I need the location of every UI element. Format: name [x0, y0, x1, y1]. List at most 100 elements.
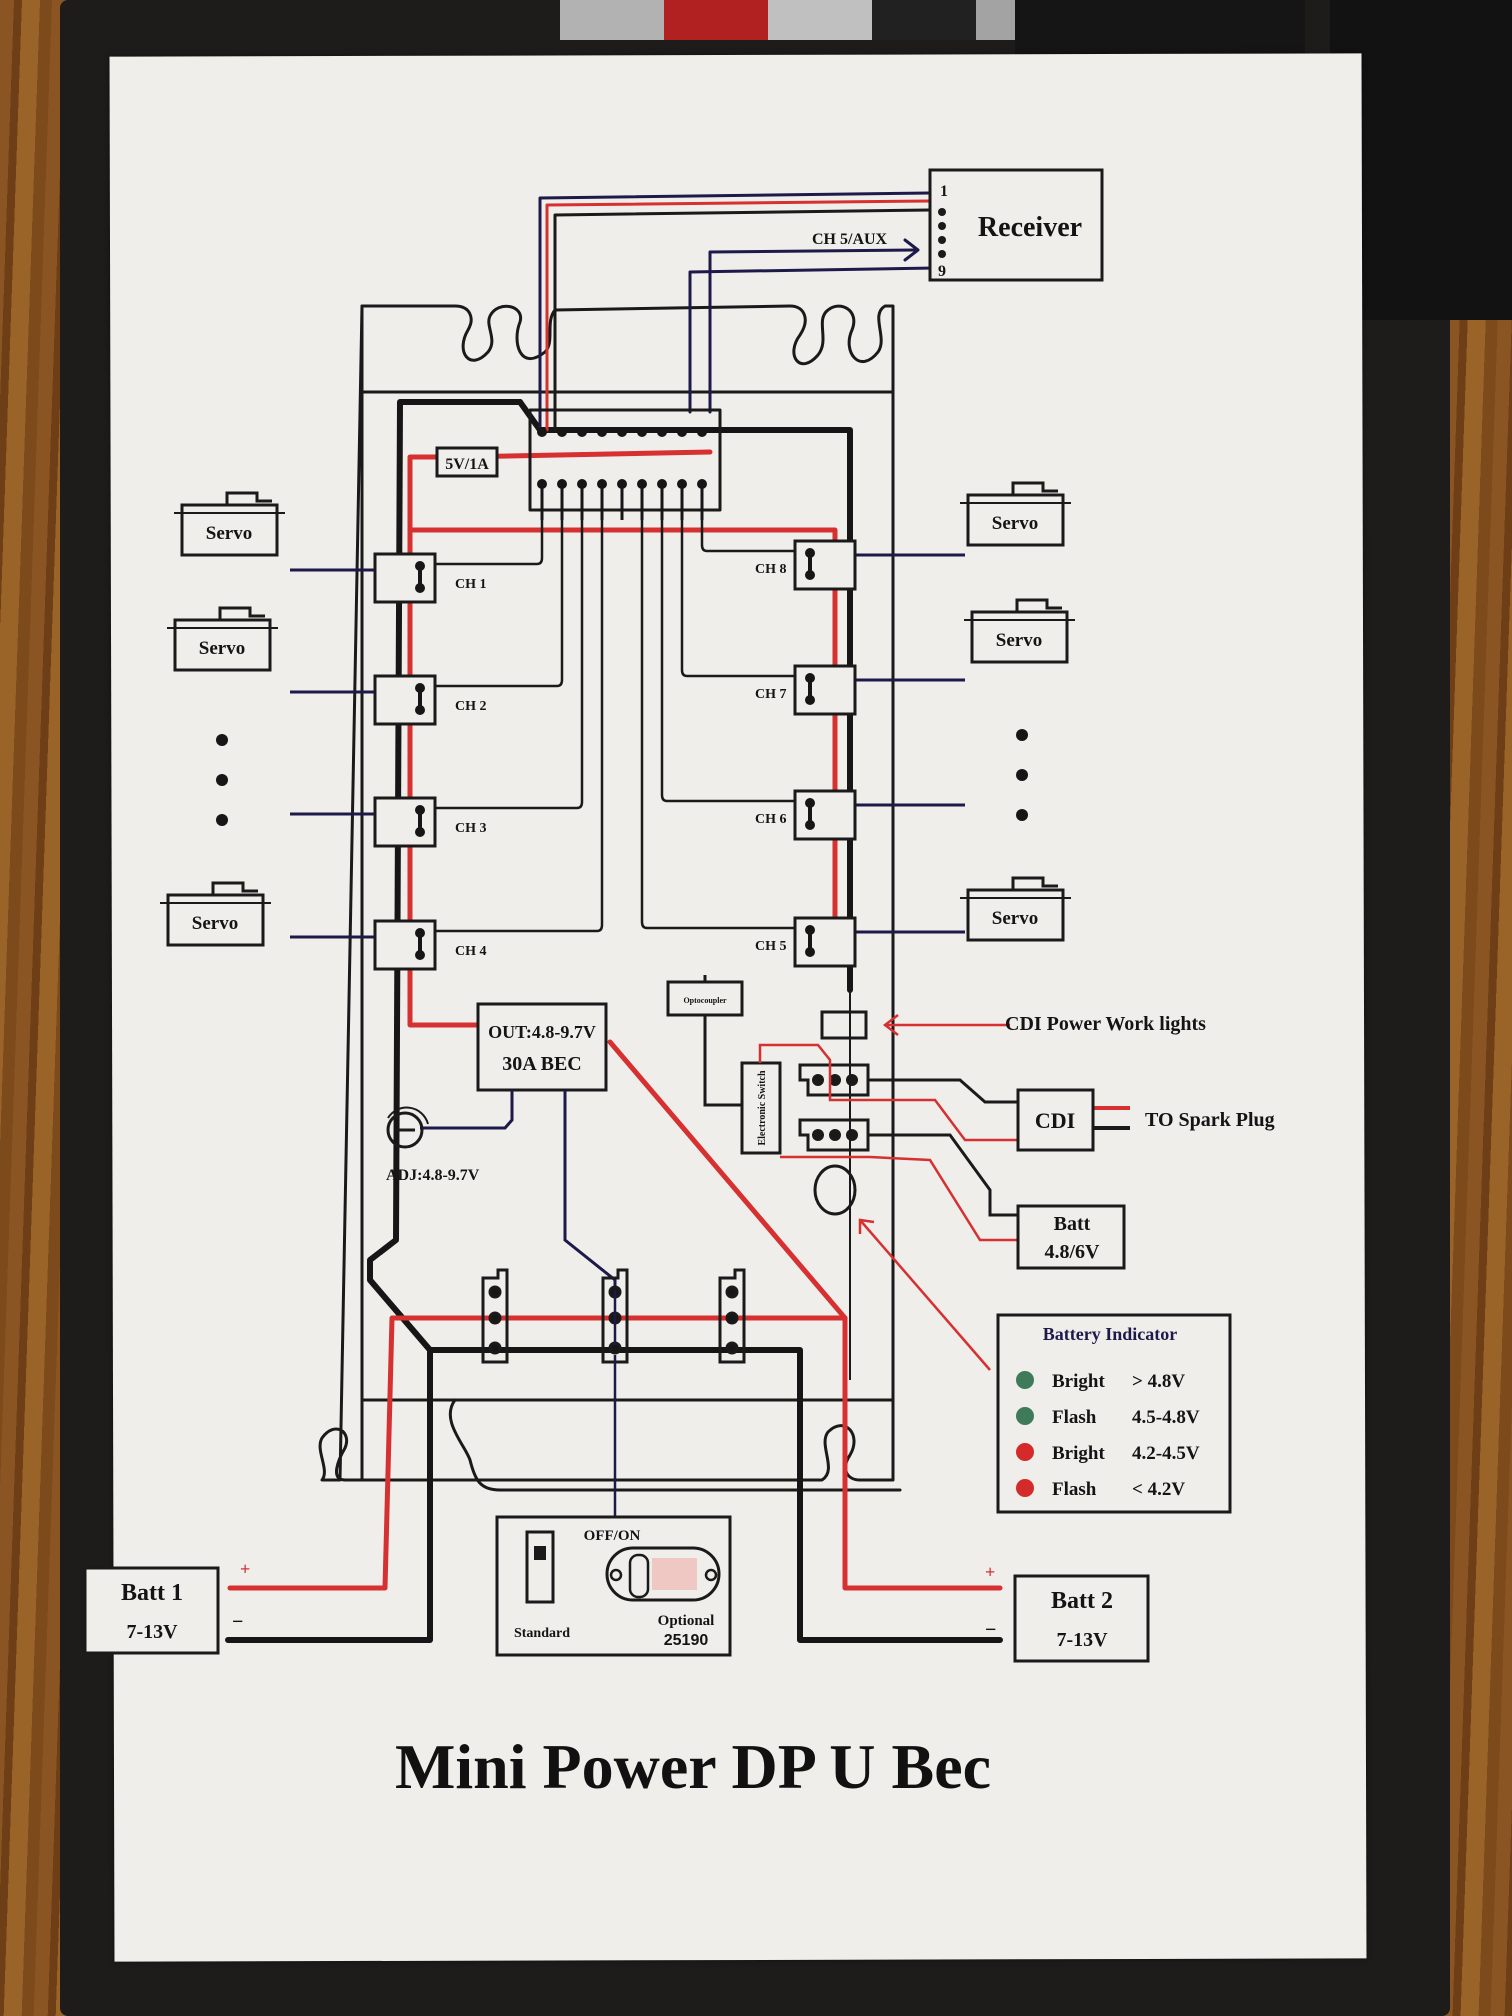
more-servos-dot [1016, 809, 1028, 821]
adjust-label: ADJ:4.8-9.7V [386, 1167, 480, 1184]
indicator-range: 4.5-4.8V [1132, 1407, 1200, 1428]
indicator-state: Flash [1052, 1479, 1097, 1500]
battery-indicator-led [813, 1164, 857, 1216]
red-rail [407, 454, 481, 1028]
channel-label-left: CH 3 [455, 821, 487, 836]
battery-2-label: Batt 2 [1051, 1588, 1113, 1614]
indicator-state: Bright [1052, 1371, 1105, 1392]
indicator-state: Flash [1052, 1407, 1097, 1428]
channel-wires [290, 520, 965, 939]
indicator-range: > 4.8V [1132, 1371, 1185, 1392]
bec-output-label: OUT:4.8-9.7V [488, 1022, 596, 1042]
servo: Servo [167, 606, 278, 672]
battery-2-minus: − [985, 1619, 996, 1641]
main-power-connector [718, 1268, 746, 1364]
servo-label: Servo [992, 513, 1038, 534]
indicator-color-dot [1016, 1443, 1034, 1461]
servo-label: Servo [992, 908, 1038, 929]
cdi-box [1016, 1088, 1095, 1152]
channel-label-left: CH 1 [455, 577, 487, 592]
battery-indicator-legend [996, 1313, 1232, 1514]
indicator-color-dot [1016, 1407, 1034, 1425]
standard-switch[interactable] [525, 1530, 555, 1604]
more-servos-dot [1016, 769, 1028, 781]
ignition-battery-box [1016, 1204, 1126, 1270]
channel-label-right: CH 5 [755, 939, 787, 954]
channel-label-left: CH 4 [455, 944, 487, 959]
header-pin [697, 427, 707, 437]
servo: Servo [960, 876, 1071, 942]
pin-header [528, 408, 722, 512]
indicator-color-dot [1016, 1479, 1034, 1497]
page-title: Mini Power DP U Bec [395, 1731, 991, 1802]
power-rail-box [435, 446, 499, 478]
segment-display [652, 1558, 697, 1590]
part-number: 25190 [664, 1632, 709, 1649]
battery-2-plus: + [985, 1562, 995, 1582]
battery-indicator-title: Battery Indicator [1043, 1324, 1177, 1344]
receiver-box [928, 168, 1104, 282]
servo-label: Servo [192, 913, 238, 934]
more-servos-dot [216, 734, 228, 746]
off-on-label: OFF/ON [584, 1528, 641, 1544]
key-slot-icon [628, 1553, 650, 1599]
servo: Servo [964, 598, 1075, 664]
channel-label-left: CH 2 [455, 699, 487, 714]
channel-connector [793, 916, 857, 968]
bec-box [476, 1002, 608, 1092]
adjust-potentiometer[interactable] [386, 1111, 424, 1149]
battery-1-label: Batt 1 [121, 1580, 183, 1606]
receiver-pin [938, 222, 946, 230]
receiver-label: Receiver [978, 212, 1082, 243]
battery-connector [798, 1118, 870, 1152]
servo: Servo [960, 481, 1071, 547]
receiver-pin [938, 208, 946, 216]
more-servos-dot [1016, 729, 1028, 741]
channel-connector [373, 796, 437, 848]
electronic-switch-label: Electronic Switch [757, 1070, 768, 1146]
indicator-range: 4.2-4.5V [1132, 1443, 1200, 1464]
standard-label: Standard [514, 1626, 570, 1641]
servo: Servo [160, 881, 271, 947]
optocoupler-label: Optocoupler [683, 996, 727, 1005]
header-pin [557, 427, 567, 437]
receiver-pin [938, 236, 946, 244]
main-power-connector [481, 1268, 509, 1364]
header-pin [657, 427, 667, 437]
battery-1-plus: + [240, 1559, 250, 1579]
battery-2-voltage: 7-13V [1056, 1629, 1108, 1651]
servo: Servo [174, 491, 285, 557]
ignition-battery-label: Batt [1054, 1213, 1091, 1235]
more-servos-dot [216, 814, 228, 826]
receiver-pin [938, 250, 946, 258]
optional-label: Optional [658, 1613, 715, 1629]
indicator-state: Bright [1052, 1443, 1105, 1464]
ignition-battery-voltage: 4.8/6V [1045, 1241, 1101, 1263]
header-pin [637, 427, 647, 437]
channel-connector [793, 539, 857, 591]
header-pin [537, 427, 547, 437]
battery-2-box [1013, 1574, 1150, 1663]
channel-connector [373, 919, 437, 971]
optional-switch[interactable] [605, 1546, 721, 1602]
battery-1-minus: − [232, 1611, 243, 1633]
battery-1-voltage: 7-13V [126, 1621, 178, 1643]
channel-label-right: CH 7 [755, 687, 787, 702]
header-pins [537, 427, 707, 520]
work-lights-label: CDI Power Work lights [1005, 1013, 1206, 1035]
optocoupler-box [666, 980, 744, 1017]
header-pin [597, 427, 607, 437]
indicator-color-dot [1016, 1371, 1034, 1389]
board-outline [318, 304, 895, 1482]
servo-label: Servo [996, 630, 1042, 651]
servo-cables [560, 0, 1080, 40]
battery-1-box [83, 1566, 220, 1655]
channel-label-right: CH 8 [755, 562, 787, 577]
ignition-connector [798, 1063, 870, 1097]
electronic-switch-box [740, 1061, 782, 1155]
channel-connector [793, 789, 857, 841]
header-pin [577, 427, 587, 437]
channel-label-right: CH 6 [755, 812, 787, 827]
header-pin [677, 427, 687, 437]
